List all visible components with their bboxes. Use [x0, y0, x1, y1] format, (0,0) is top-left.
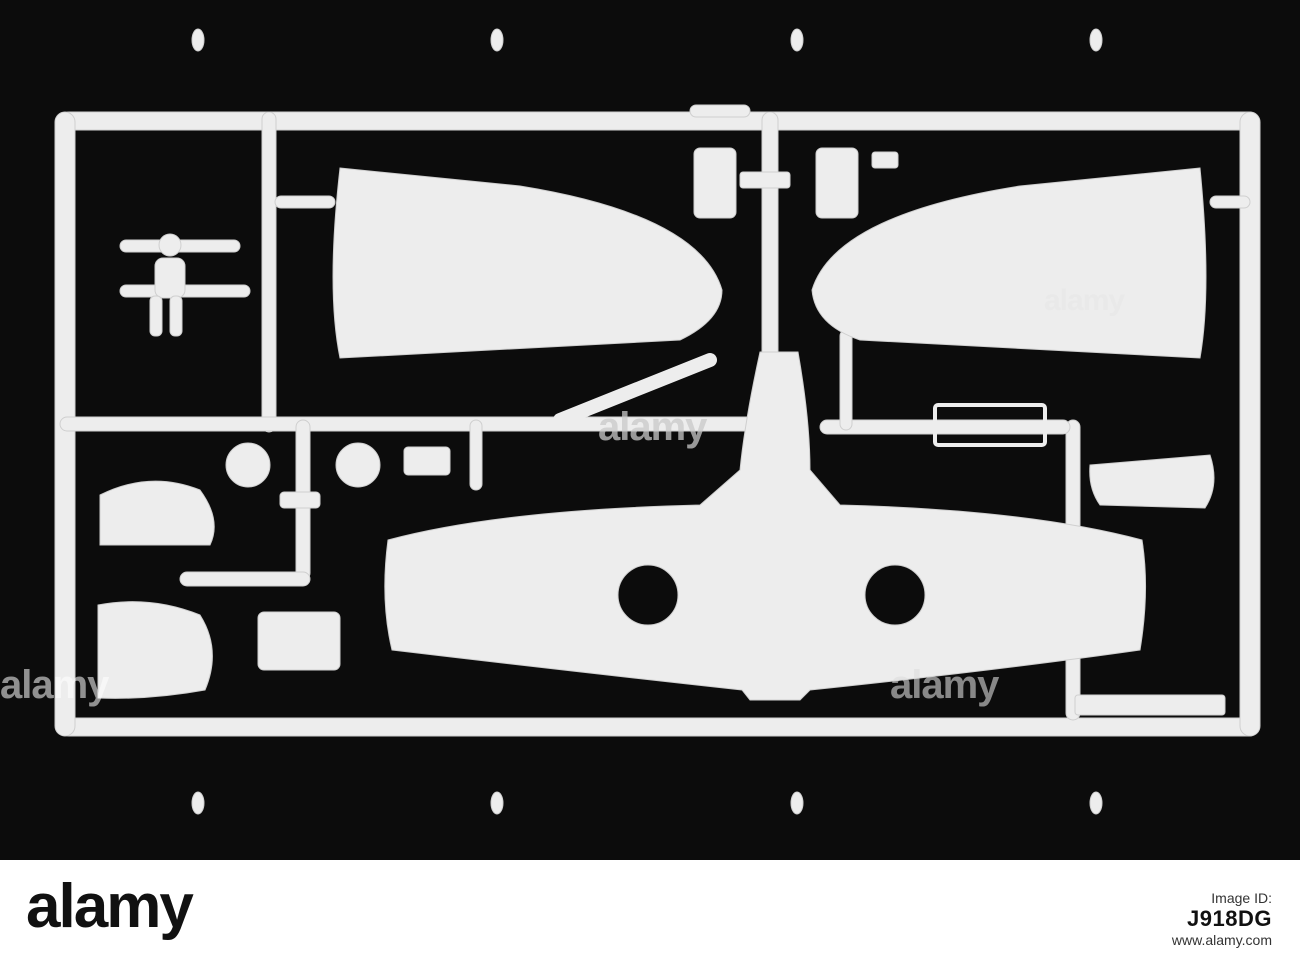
left-wing-part [332, 167, 723, 359]
watermark-top-right: alamy [1044, 284, 1125, 317]
pilot-figure [149, 233, 186, 337]
watermark-right: alamy [890, 663, 999, 707]
alamy-logo: alamy [26, 872, 194, 941]
image-id-label: Image ID: [1211, 890, 1272, 906]
watermark-left: alamy [0, 663, 109, 707]
internal-runners [59, 104, 1251, 721]
nose-part-upper [99, 480, 215, 546]
image-meta: Image ID: J918DG www.alamy.com [1172, 890, 1272, 948]
lower-wing-part [384, 351, 1147, 701]
nose-part-lower [97, 601, 213, 699]
mounting-pins [191, 28, 1103, 815]
wheel-well-left [617, 564, 679, 626]
footer-bar: alamy Image ID: J918DG www.alamy.com [0, 860, 1300, 957]
photo: alamy alamy alamy alamy [0, 0, 1300, 860]
watermark-center: alamy [598, 405, 707, 449]
sprue-illustration [54, 28, 1261, 815]
small-parts [225, 147, 1226, 716]
site-url[interactable]: www.alamy.com [1171, 932, 1272, 948]
right-wing-part [811, 167, 1207, 359]
image-id-value: J918DG [1187, 906, 1272, 931]
wheel-well-right [864, 564, 926, 626]
